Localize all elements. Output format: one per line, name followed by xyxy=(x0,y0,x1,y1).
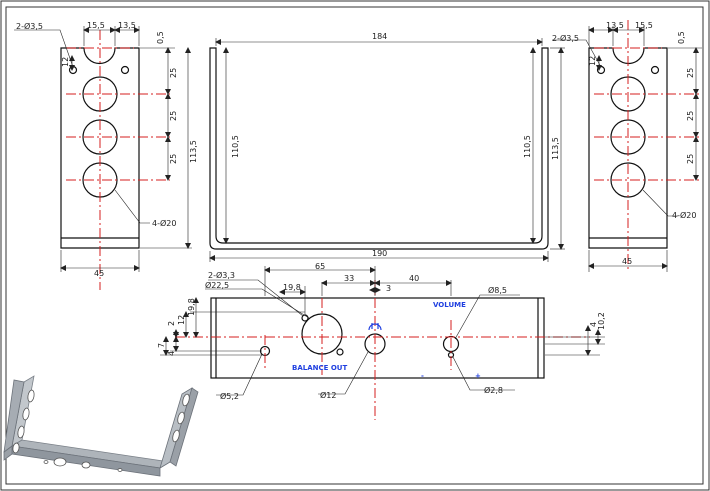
bottom-panel-view: 65 33 3 40 19,8 2-Ø3,3 Ø22,5 Ø8,5 Ø5,2 Ø… xyxy=(157,262,606,420)
left-dim-0-5: 0,5 xyxy=(156,31,165,44)
left-dim-12: 12 xyxy=(61,57,70,67)
right-callout-4-holes: 4-Ø20 xyxy=(672,210,696,220)
bottom-dim-3: 3 xyxy=(386,284,391,293)
bottom-vert-2: 2 xyxy=(167,321,176,326)
right-dim-15-5: 15,5 xyxy=(635,21,653,30)
left-callout-2-holes: 2-Ø3,5 xyxy=(16,21,43,31)
front-inner-height-left: 110,5 xyxy=(231,135,240,158)
callout-xlr-hole: Ø22,5 xyxy=(205,280,229,290)
callout-pot-hole: Ø8,5 xyxy=(488,285,507,295)
callout-jack-hole: Ø12 xyxy=(320,390,336,400)
bottom-vert-12: 12 xyxy=(177,315,186,325)
left-dim-15-5: 15,5 xyxy=(87,21,105,30)
front-width-184: 184 xyxy=(372,32,387,41)
left-callout-4-holes: 4-Ø20 xyxy=(152,218,176,228)
right-dim-12: 12 xyxy=(588,56,597,66)
front-width-190: 190 xyxy=(372,249,387,258)
panel-label-volume: VOLUME xyxy=(433,301,466,309)
left-width-45: 45 xyxy=(94,269,104,278)
bottom-vert-19-8: 19,8 xyxy=(187,298,196,316)
front-u-view: 184 110,5 110,5 113,5 190 xyxy=(209,32,565,262)
panel-label-minus: - xyxy=(421,372,424,380)
panel-label-plus: + xyxy=(475,372,481,380)
callout-xlr-mount-holes: 2-Ø3,3 xyxy=(208,270,235,280)
left-pitch-3: 25 xyxy=(169,154,178,164)
right-pitch-1: 25 xyxy=(686,68,695,78)
callout-pin-hole: Ø2,8 xyxy=(484,385,503,395)
callout-small-hole: Ø5,2 xyxy=(220,391,239,401)
right-dim-13-5: 13,5 xyxy=(606,21,624,30)
right-dim-0-5: 0,5 xyxy=(677,31,686,44)
panel-label-balance-out: BALANCE OUT xyxy=(292,364,347,372)
left-dim-13-5: 13,5 xyxy=(118,21,136,30)
bottom-dim-19-8: 19,8 xyxy=(283,283,301,292)
bottom-dim-40: 40 xyxy=(409,274,419,283)
front-outer-height: 113,5 xyxy=(551,137,560,160)
right-callout-2-holes: 2-Ø3,5 xyxy=(552,33,579,43)
left-pitch-2: 25 xyxy=(169,111,178,121)
bottom-vert-7: 7 xyxy=(157,343,166,348)
right-pitch-3: 25 xyxy=(686,154,695,164)
left-pitch-1: 25 xyxy=(169,68,178,78)
bottom-vert-4: 4 xyxy=(167,351,176,356)
right-pitch-2: 25 xyxy=(686,111,695,121)
bottom-right-4: 4 xyxy=(589,322,598,327)
bottom-right-10-2: 10,2 xyxy=(597,312,606,330)
left-side-view: 15,5 13,5 0,5 2-Ø3,5 12 25 25 25 113,5 4… xyxy=(14,21,198,290)
left-height-113-5: 113,5 xyxy=(189,140,198,163)
bottom-dim-65: 65 xyxy=(315,262,325,271)
front-inner-height-right: 110,5 xyxy=(523,135,532,158)
bottom-dim-33: 33 xyxy=(344,274,354,283)
isometric-3d-part xyxy=(3,375,199,477)
right-side-view: 13,5 15,5 0,5 2-Ø3,5 12 25 25 25 4-Ø20 4… xyxy=(552,20,702,272)
right-width-45: 45 xyxy=(622,257,632,266)
